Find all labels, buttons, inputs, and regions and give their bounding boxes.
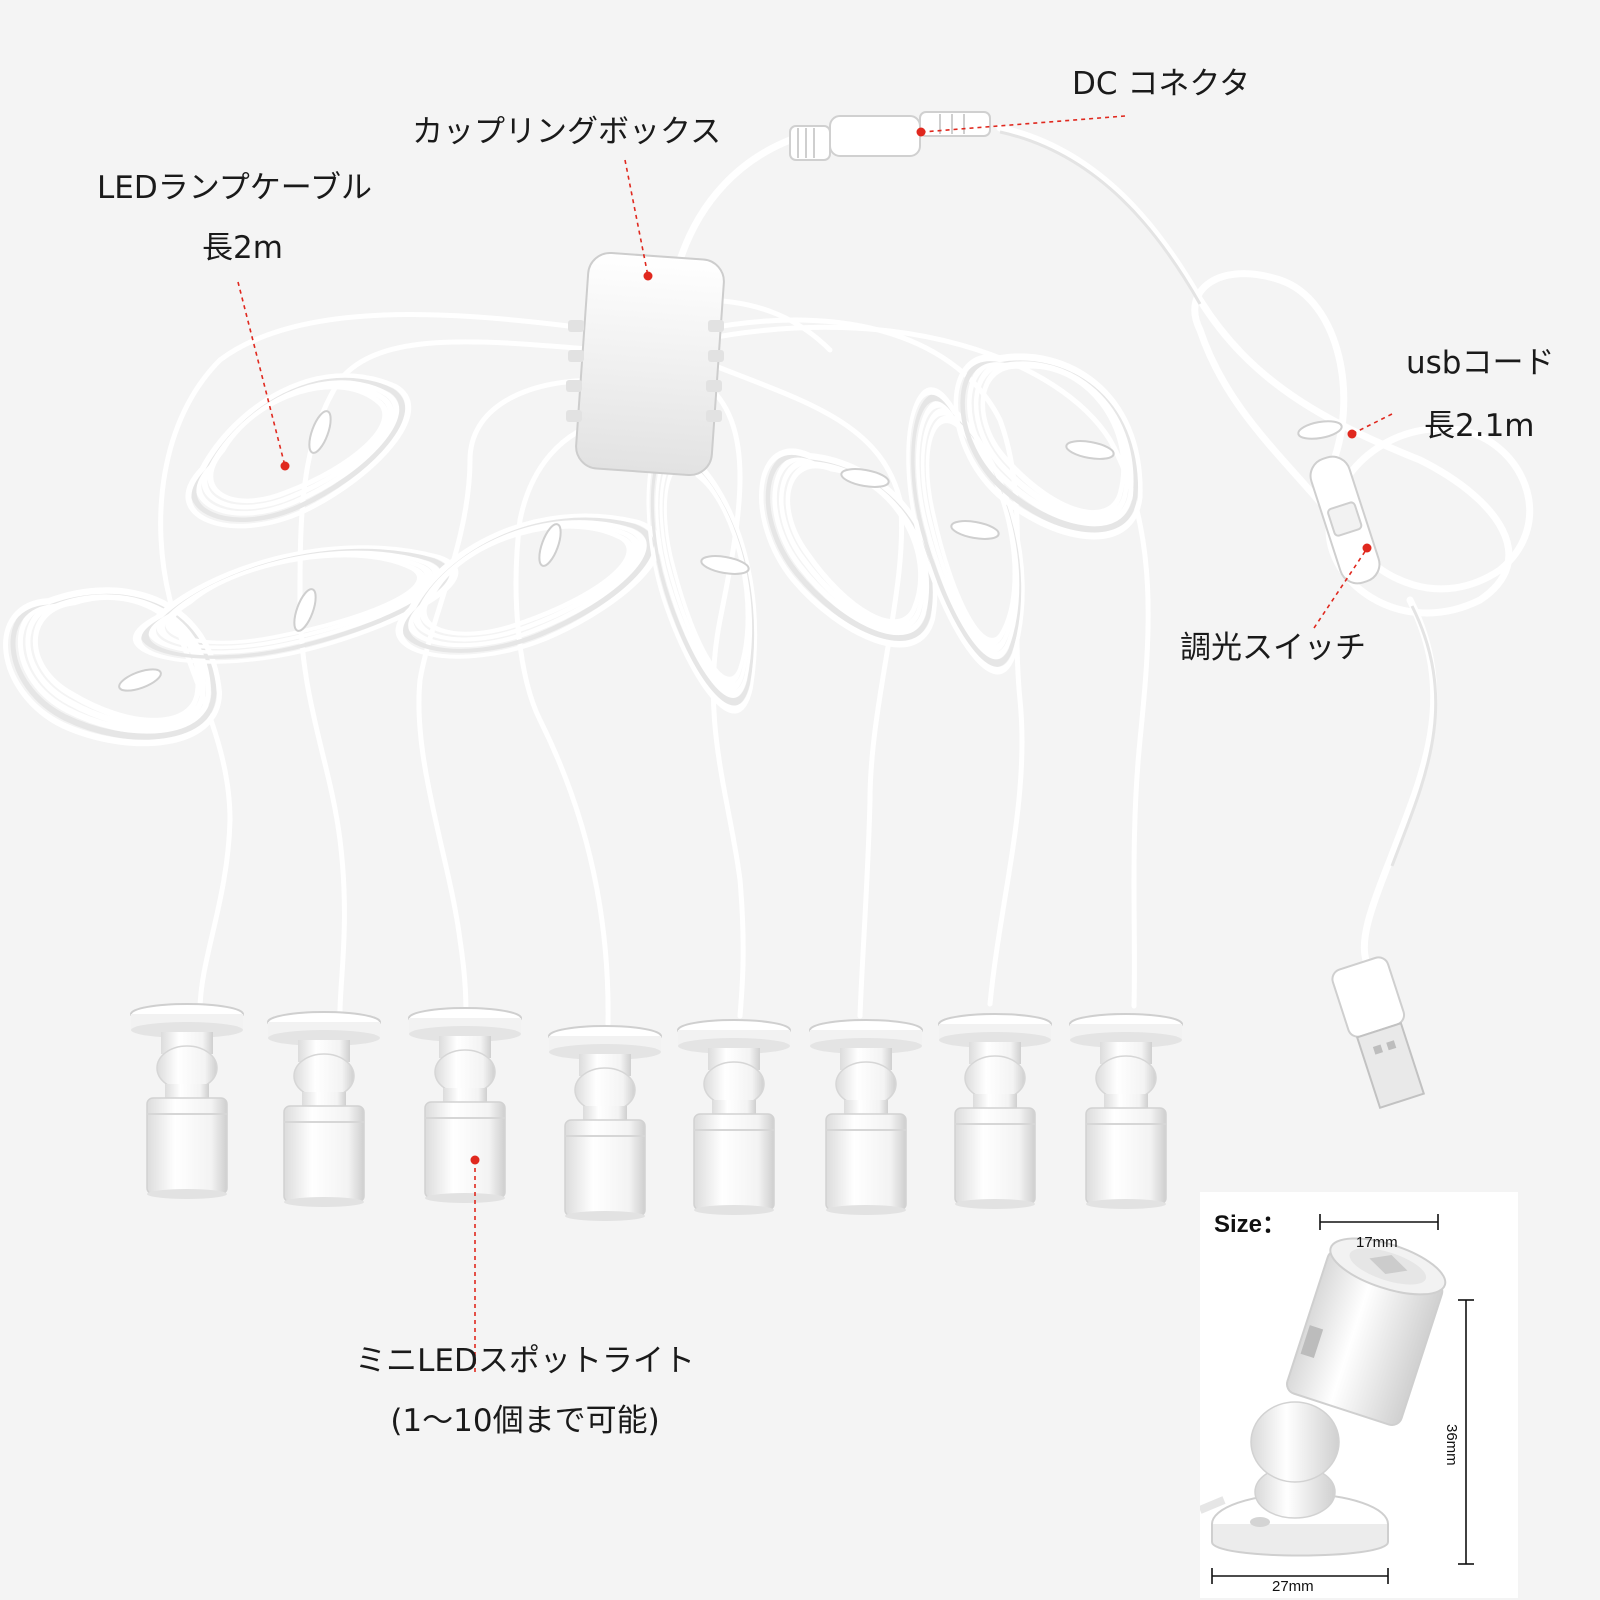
led-cable-title-label: LEDランプケーブル <box>97 170 372 206</box>
usb-cord-title-label: usbコード <box>1406 345 1555 381</box>
dc-connector-label: DC コネクタ <box>1072 66 1251 102</box>
coupling-box-label: カップリングボックス <box>412 114 722 150</box>
spotlight-size-illustration <box>1200 1214 1474 1584</box>
spotlight-note-label: (1～10個まで可能) <box>390 1403 660 1439</box>
usb-cord-length-label: 長2.1m <box>1424 408 1535 444</box>
size-label: Size： <box>1214 1211 1287 1238</box>
spotlight-title-label: ミニLEDスポットライト <box>355 1343 695 1379</box>
dimmer-switch-label: 調光スイッチ <box>1180 630 1366 666</box>
size-inset: Size： <box>1200 1192 1518 1598</box>
led-cable-length-label: 長2m <box>202 230 283 266</box>
height-label: 36mm <box>1443 1424 1460 1466</box>
width-top-label: 17mm <box>1356 1234 1398 1251</box>
width-bottom-label: 27mm <box>1272 1578 1314 1595</box>
